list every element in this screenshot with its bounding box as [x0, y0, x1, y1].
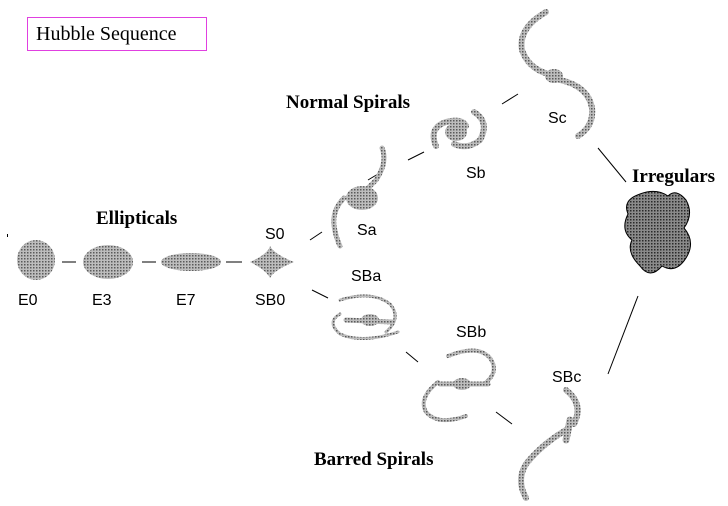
label-sba: SBa [351, 268, 382, 285]
galaxy-sbc [518, 387, 581, 501]
label-ellipticals: Ellipticals [96, 208, 178, 229]
label-s0: S0 [265, 226, 285, 243]
label-sb: Sb [466, 165, 486, 182]
label-sb0: SB0 [255, 292, 286, 309]
galaxy-irregular [624, 190, 691, 274]
label-barred-spirals: Barred Spirals [314, 449, 434, 470]
label-sa: Sa [357, 222, 377, 239]
label-irregulars: Irregulars [632, 166, 716, 187]
galaxy-sba [331, 294, 400, 340]
label-e3: E3 [92, 292, 112, 309]
label-e0: E0 [18, 292, 38, 309]
galaxy-sbb [421, 348, 496, 423]
galaxy-e0 [17, 240, 55, 280]
galaxy-e3 [83, 245, 133, 279]
galaxy-sc [518, 9, 596, 139]
galaxy-e7 [161, 253, 221, 271]
label-normal-spirals: Normal Spirals [286, 92, 411, 113]
label-e7: E7 [176, 292, 196, 309]
label-sbc: SBc [552, 369, 582, 386]
label-sc: Sc [548, 110, 567, 127]
galaxy-sa [331, 145, 387, 249]
galaxy-s0 [250, 246, 294, 278]
stray-mark [7, 234, 8, 237]
sequence-lines [62, 93, 639, 425]
diagram-title: Hubble Sequence [27, 17, 207, 51]
galaxy-sb [430, 109, 487, 150]
label-sbb: SBb [456, 324, 487, 341]
